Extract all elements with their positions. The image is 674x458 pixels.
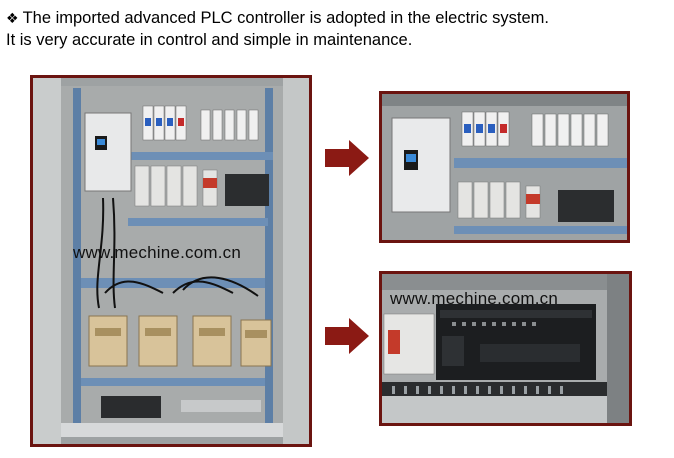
breaker-illustration <box>382 94 627 240</box>
caption-text-1: The imported advanced PLC controller is … <box>22 9 549 27</box>
breaker-detail-photo <box>379 91 630 243</box>
main-cabinet-photo: www.mechine.com.cn <box>30 75 312 447</box>
cabinet-illustration <box>33 78 309 444</box>
caption: ❖The imported advanced PLC controller is… <box>6 8 666 51</box>
bullet-icon: ❖ <box>6 11 19 27</box>
right-arrow-icon <box>325 140 369 176</box>
caption-line-2: It is very accurate in control and simpl… <box>6 31 413 49</box>
watermark-main: www.mechine.com.cn <box>73 243 241 262</box>
watermark-detail: www.mechine.com.cn <box>390 289 558 308</box>
plc-illustration <box>382 274 629 423</box>
caption-line-1: ❖The imported advanced PLC controller is… <box>6 8 666 30</box>
right-arrow-icon <box>325 318 369 354</box>
plc-detail-photo: www.mechine.com.cn <box>379 271 632 426</box>
